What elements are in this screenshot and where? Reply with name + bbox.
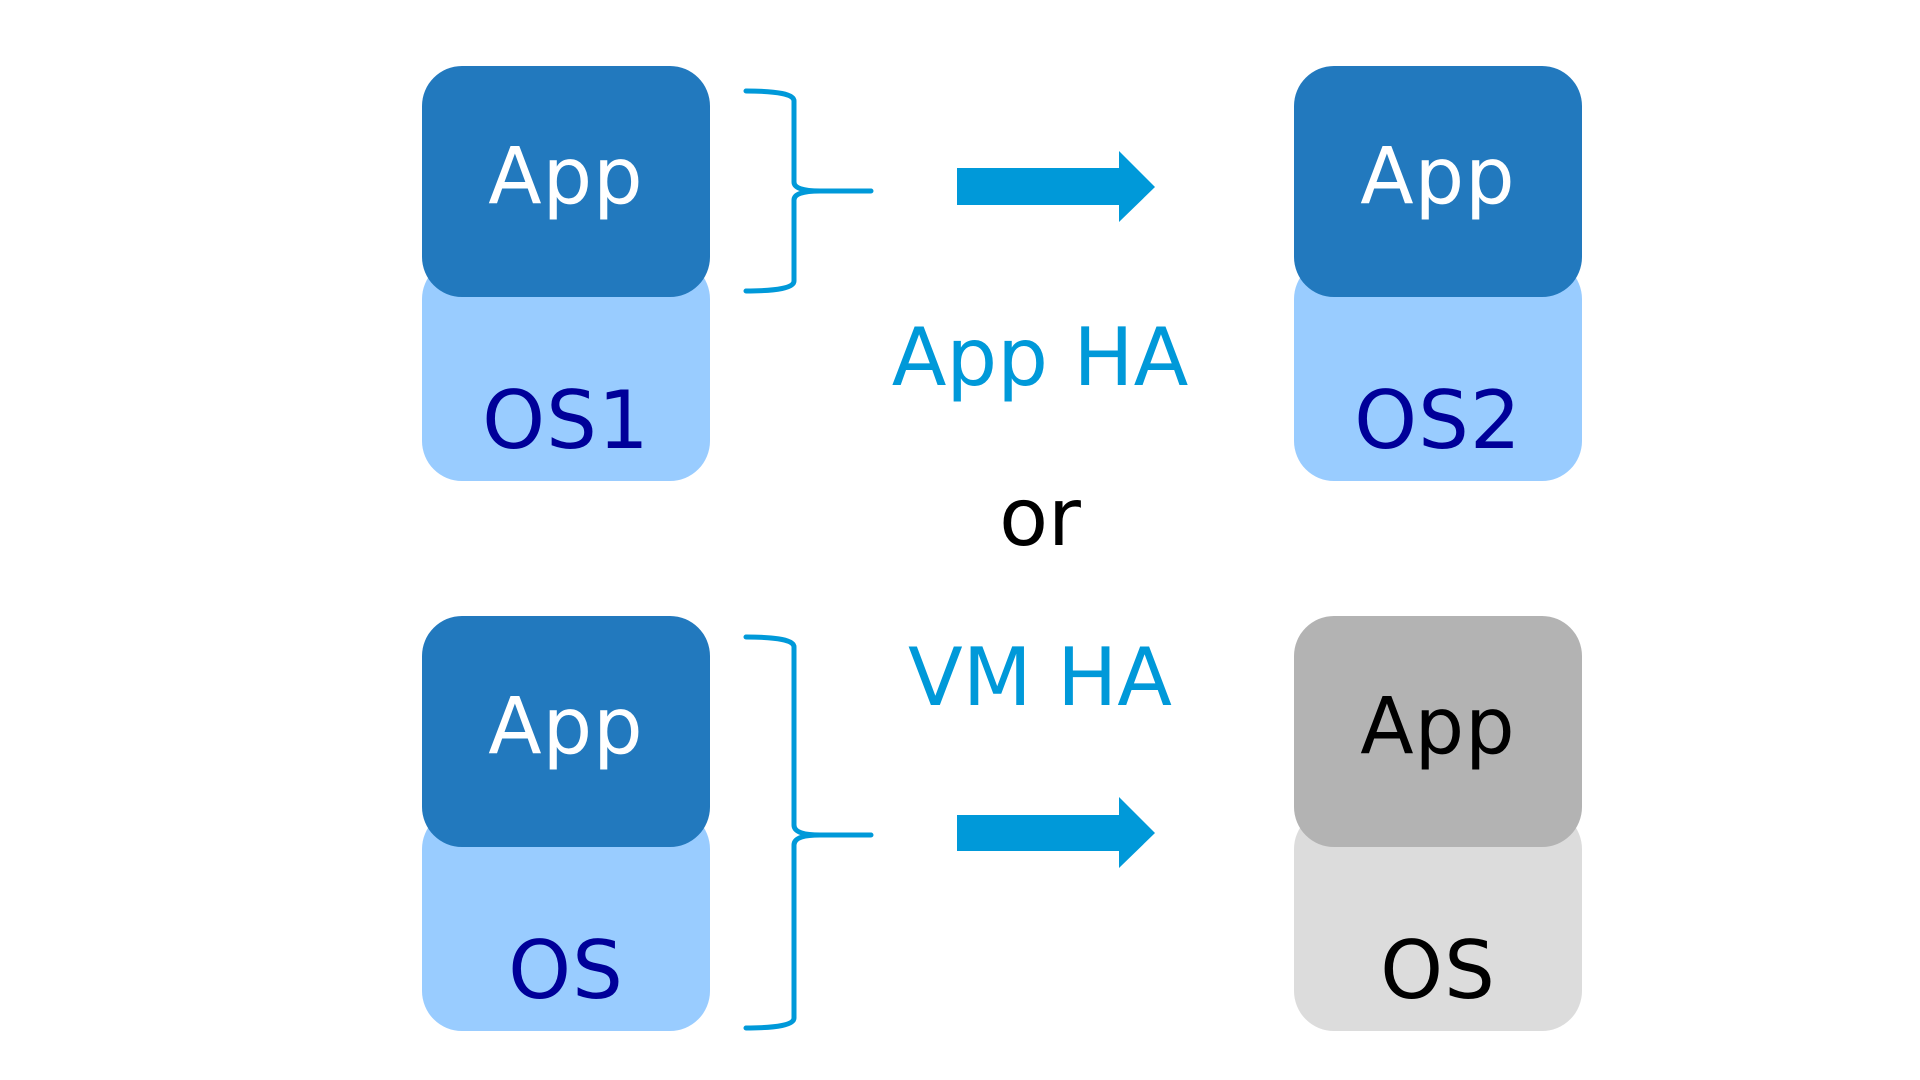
app-label: App bbox=[488, 132, 644, 222]
app-layer bbox=[1294, 66, 1582, 297]
app-ha-label: App HA bbox=[891, 311, 1189, 404]
os-label: OS bbox=[1380, 924, 1496, 1017]
top-bracket-icon bbox=[743, 88, 874, 294]
source-stack-app-ha: App OS1 bbox=[422, 66, 710, 481]
bottom-bracket-icon bbox=[743, 634, 874, 1031]
app-label: App bbox=[488, 682, 644, 772]
os-label: OS bbox=[508, 924, 624, 1017]
vm-ha-label: VM HA bbox=[907, 631, 1173, 724]
bottom-arrow-icon bbox=[957, 797, 1155, 868]
os-label: OS2 bbox=[1354, 374, 1522, 467]
app-layer bbox=[422, 616, 710, 847]
target-stack-vm-ha: App OS bbox=[1294, 616, 1582, 1031]
app-label: App bbox=[1360, 132, 1516, 222]
or-separator: or bbox=[999, 471, 1081, 564]
app-layer bbox=[1294, 616, 1582, 847]
target-stack-app-ha: App OS2 bbox=[1294, 66, 1582, 481]
app-layer bbox=[422, 66, 710, 297]
app-label: App bbox=[1360, 682, 1516, 772]
os-label: OS1 bbox=[482, 374, 650, 467]
top-arrow-icon bbox=[957, 151, 1155, 222]
source-stack-vm-ha: App OS bbox=[422, 616, 710, 1031]
